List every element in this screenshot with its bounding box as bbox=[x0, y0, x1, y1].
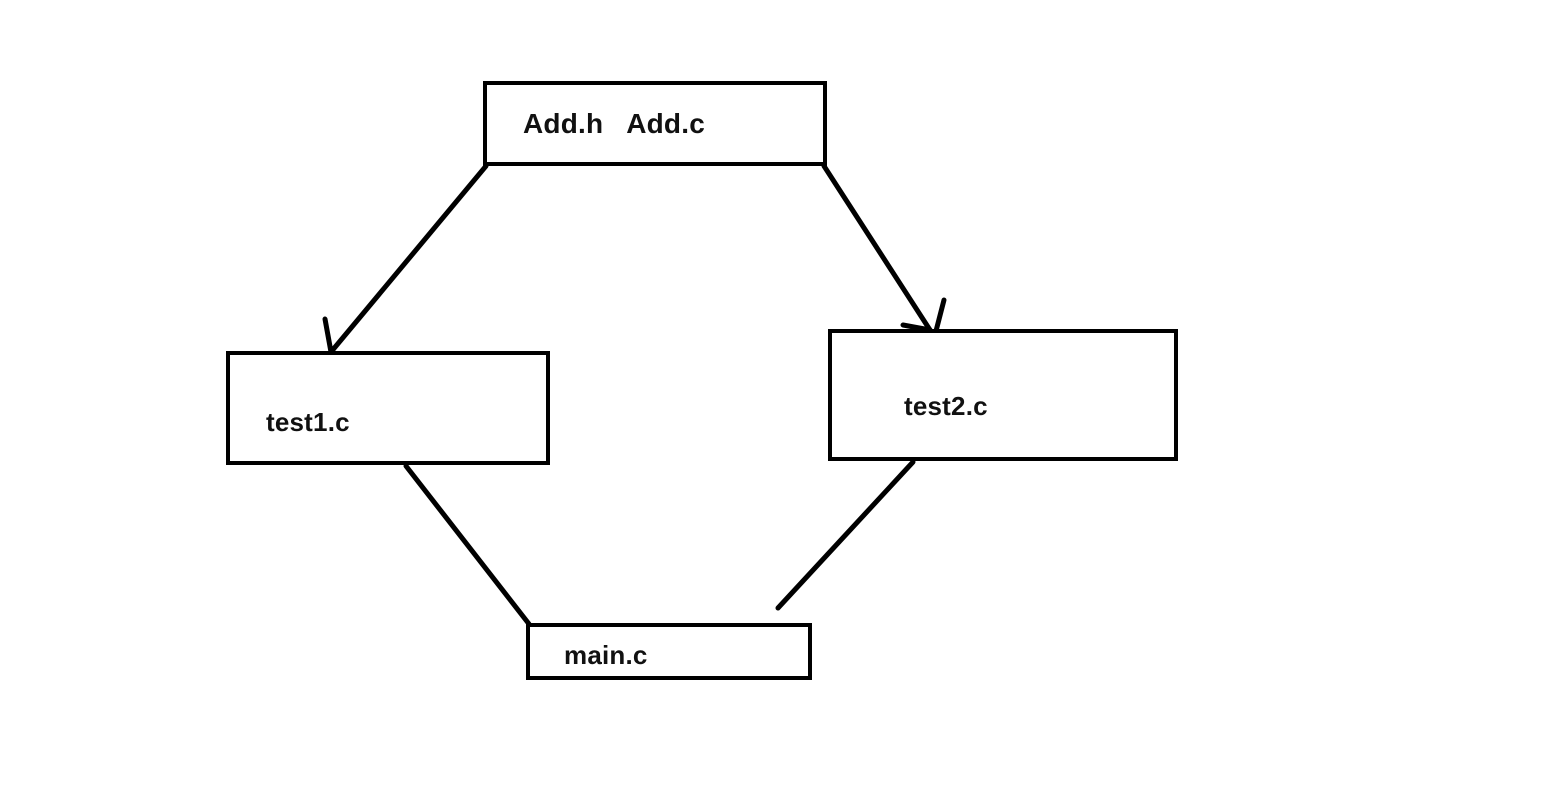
edge-add-to-test1 bbox=[322, 163, 489, 363]
node-test1[interactable]: test1.c bbox=[226, 351, 550, 465]
node-test1-label: test1.c bbox=[266, 407, 350, 437]
node-add[interactable]: Add.h Add.c bbox=[483, 81, 827, 166]
arrowhead-tick bbox=[322, 316, 334, 355]
edge-line bbox=[328, 163, 489, 355]
node-main-label: main.c bbox=[564, 640, 648, 670]
node-add-label: Add.h Add.c bbox=[523, 108, 705, 139]
edge-add-to-test2 bbox=[821, 163, 947, 334]
edge-test2-to-main bbox=[775, 459, 916, 611]
edge-test1-to-main bbox=[403, 463, 532, 627]
arrowhead-tick bbox=[933, 297, 947, 334]
edge-line bbox=[821, 163, 933, 333]
node-test2[interactable]: test2.c bbox=[828, 329, 1178, 461]
node-test2-label: test2.c bbox=[904, 391, 988, 421]
node-main[interactable]: main.c bbox=[526, 623, 812, 680]
edge-line bbox=[775, 459, 916, 611]
edge-line bbox=[403, 463, 532, 627]
